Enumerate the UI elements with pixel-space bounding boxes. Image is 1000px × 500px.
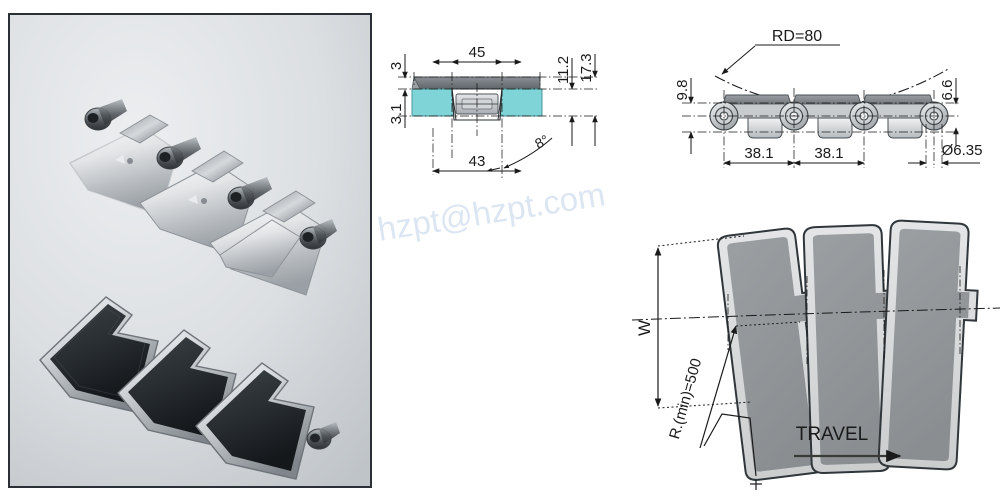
plastic-link-partial — [219, 219, 301, 278]
plastic-top-chain-assembly — [39, 219, 340, 480]
dim-bevel-angle: 8° — [486, 131, 553, 172]
dim-45-label: 45 — [469, 44, 486, 61]
dim-width-W: W — [635, 235, 753, 409]
travel-label: TRAVEL — [796, 424, 869, 445]
top-view-centerline — [631, 307, 1000, 321]
dim-dia-label: Ø6.35 — [942, 142, 983, 159]
dim-mid-height: 11.2 — [555, 56, 575, 146]
travel-direction: TRAVEL — [794, 424, 902, 463]
steel-link-trailing-barrel — [299, 219, 337, 250]
dim-38p1-b-label: 38.1 — [814, 145, 843, 162]
dim-total-height: 17.3 — [578, 53, 598, 146]
top-plate-group — [716, 219, 979, 481]
dim-bottom-width: 43 — [432, 128, 522, 175]
top-view-drawing: W R.(min)=500 TRAVEL — [631, 218, 1000, 496]
product-photo-panel — [8, 13, 372, 488]
steel-link-2 — [139, 137, 255, 256]
rd80-annotation: RD=80 — [714, 28, 951, 106]
top-plate-3 — [877, 219, 979, 471]
steel-link-1 — [69, 99, 179, 216]
dim-W-label: W — [635, 320, 654, 336]
dim-top-width: 45 — [432, 44, 522, 65]
dim-6p6-label: 6.6 — [939, 80, 956, 101]
pin-centerlines — [727, 266, 961, 366]
dim-17p3-label: 17.3 — [578, 53, 595, 82]
side-centerlines — [682, 88, 960, 168]
dim-height-left: 9.8 — [674, 78, 694, 154]
dim-11p2-label: 11.2 — [555, 56, 572, 84]
plastic-link-3 — [195, 362, 340, 480]
side-chain-geometry — [709, 94, 949, 139]
dim-38p1-a-label: 38.1 — [744, 145, 773, 162]
section-centerlines — [398, 72, 597, 180]
dim-height-right: 6.6 — [939, 78, 959, 146]
dim-pitch-2: 38.1 — [793, 145, 865, 166]
dim-8deg-label: 8° — [532, 131, 551, 151]
dim-pitch-1: 38.1 — [723, 145, 795, 166]
side-view-drawing: RD=80 — [660, 28, 995, 193]
dim-9p8-label: 9.8 — [674, 80, 691, 101]
dim-43-label: 43 — [469, 153, 486, 170]
dim-cap-thickness: 3 — [388, 54, 408, 79]
cross-section-drawing: 45 43 3 3.1 11.2 17.3 — [388, 28, 662, 193]
top-plate-2 — [802, 224, 898, 474]
dim-3p1-label: 3.1 — [388, 104, 405, 125]
dim-rmin-label: R.(min)=500 — [666, 357, 705, 441]
dim-3-label: 3 — [388, 62, 405, 70]
rd80-label: RD=80 — [772, 28, 822, 45]
dim-pin-diameter: Ø6.35 — [908, 142, 983, 166]
dim-plate-height: 3.1 — [388, 89, 408, 128]
product-photo-illustration — [10, 15, 370, 486]
